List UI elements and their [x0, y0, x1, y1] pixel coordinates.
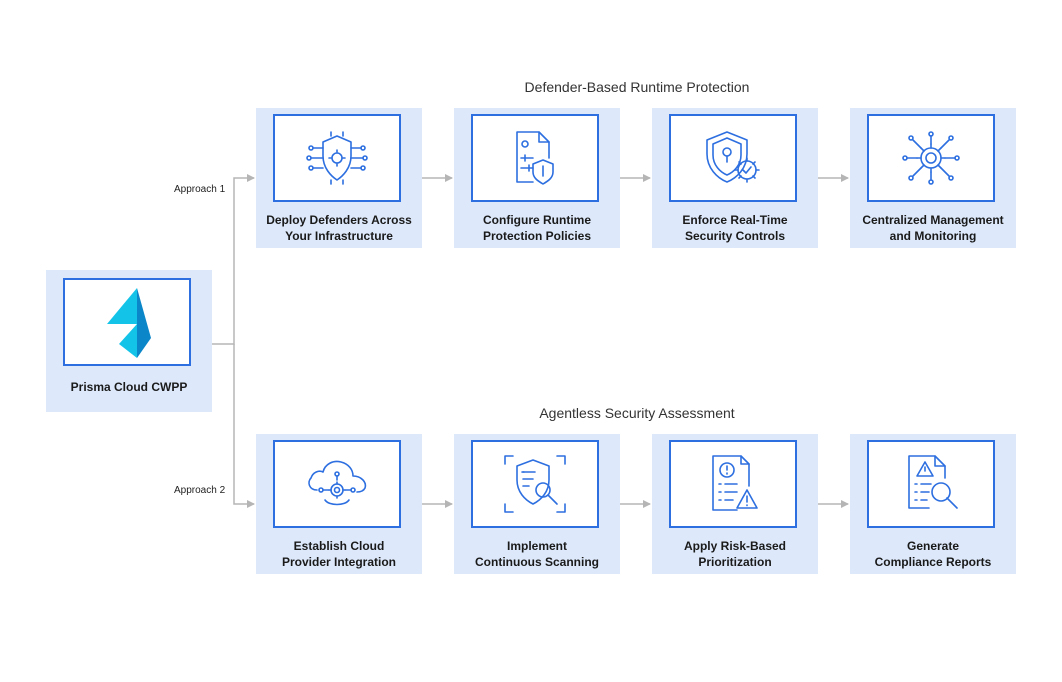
- step-continuous-scanning: Implement Continuous Scanning: [454, 434, 620, 574]
- approach-2-tag: Approach 2: [174, 485, 226, 496]
- step-label-line1: Configure Runtime: [483, 213, 591, 227]
- step-label-line1: Implement: [506, 539, 567, 553]
- approach-1-title: Defender-Based Runtime Protection: [524, 79, 750, 95]
- step-label-line2: and Monitoring: [889, 229, 977, 243]
- step-enforce-controls: Enforce Real-Time Security Controls: [652, 108, 818, 248]
- approach-2-title: Agentless Security Assessment: [539, 405, 735, 421]
- approach-1-tag: Approach 1: [174, 184, 226, 195]
- step-label-line1: Enforce Real-Time: [682, 213, 788, 227]
- step-label-line1: Deploy Defenders Across: [266, 213, 412, 227]
- step-establish-integration: Establish Cloud Provider Integration: [256, 434, 422, 574]
- prisma-logo-frame: [63, 278, 191, 366]
- step-label-line2: Provider Integration: [281, 555, 397, 569]
- step-risk-prioritization: Apply Risk-Based Prioritization: [652, 434, 818, 574]
- policy-document-icon: [516, 131, 554, 185]
- step-label-line2: Protection Policies: [482, 229, 592, 243]
- step-centralized-management: Centralized Management and Monitoring: [850, 108, 1016, 248]
- step-label-line1: Apply Risk-Based: [683, 539, 787, 553]
- report-search-icon: [908, 455, 958, 509]
- prisma-logo-icon: [107, 288, 151, 358]
- step-deploy-defenders: Deploy Defenders Across Your Infrastruct…: [256, 108, 422, 248]
- risk-document-icon: [712, 455, 758, 511]
- step-label-line2: Prioritization: [698, 555, 772, 569]
- prisma-cloud-label: Prisma Cloud CWPP: [70, 380, 188, 394]
- step-configure-policies: Configure Runtime Protection Policies: [454, 108, 620, 248]
- prisma-cloud-card: Prisma Cloud CWPP: [46, 270, 212, 412]
- step-label-line1: Establish Cloud: [293, 539, 385, 553]
- shield-network-icon: [306, 131, 368, 185]
- step-label-line2: Compliance Reports: [874, 555, 992, 569]
- step-label-line2: Your Infrastructure: [285, 229, 393, 243]
- shield-lock-gear-icon: [706, 131, 760, 183]
- step-label-line2: Continuous Scanning: [475, 555, 599, 569]
- step-label-line2: Security Controls: [684, 229, 786, 243]
- step-compliance-reports: Generate Compliance Reports: [850, 434, 1016, 574]
- cloud-gear-icon: [308, 460, 367, 506]
- shield-scan-icon: [504, 455, 566, 513]
- step-label-line1: Centralized Management: [862, 213, 1004, 227]
- step-label-line1: Generate: [906, 539, 960, 553]
- gear-network-icon: [902, 131, 960, 185]
